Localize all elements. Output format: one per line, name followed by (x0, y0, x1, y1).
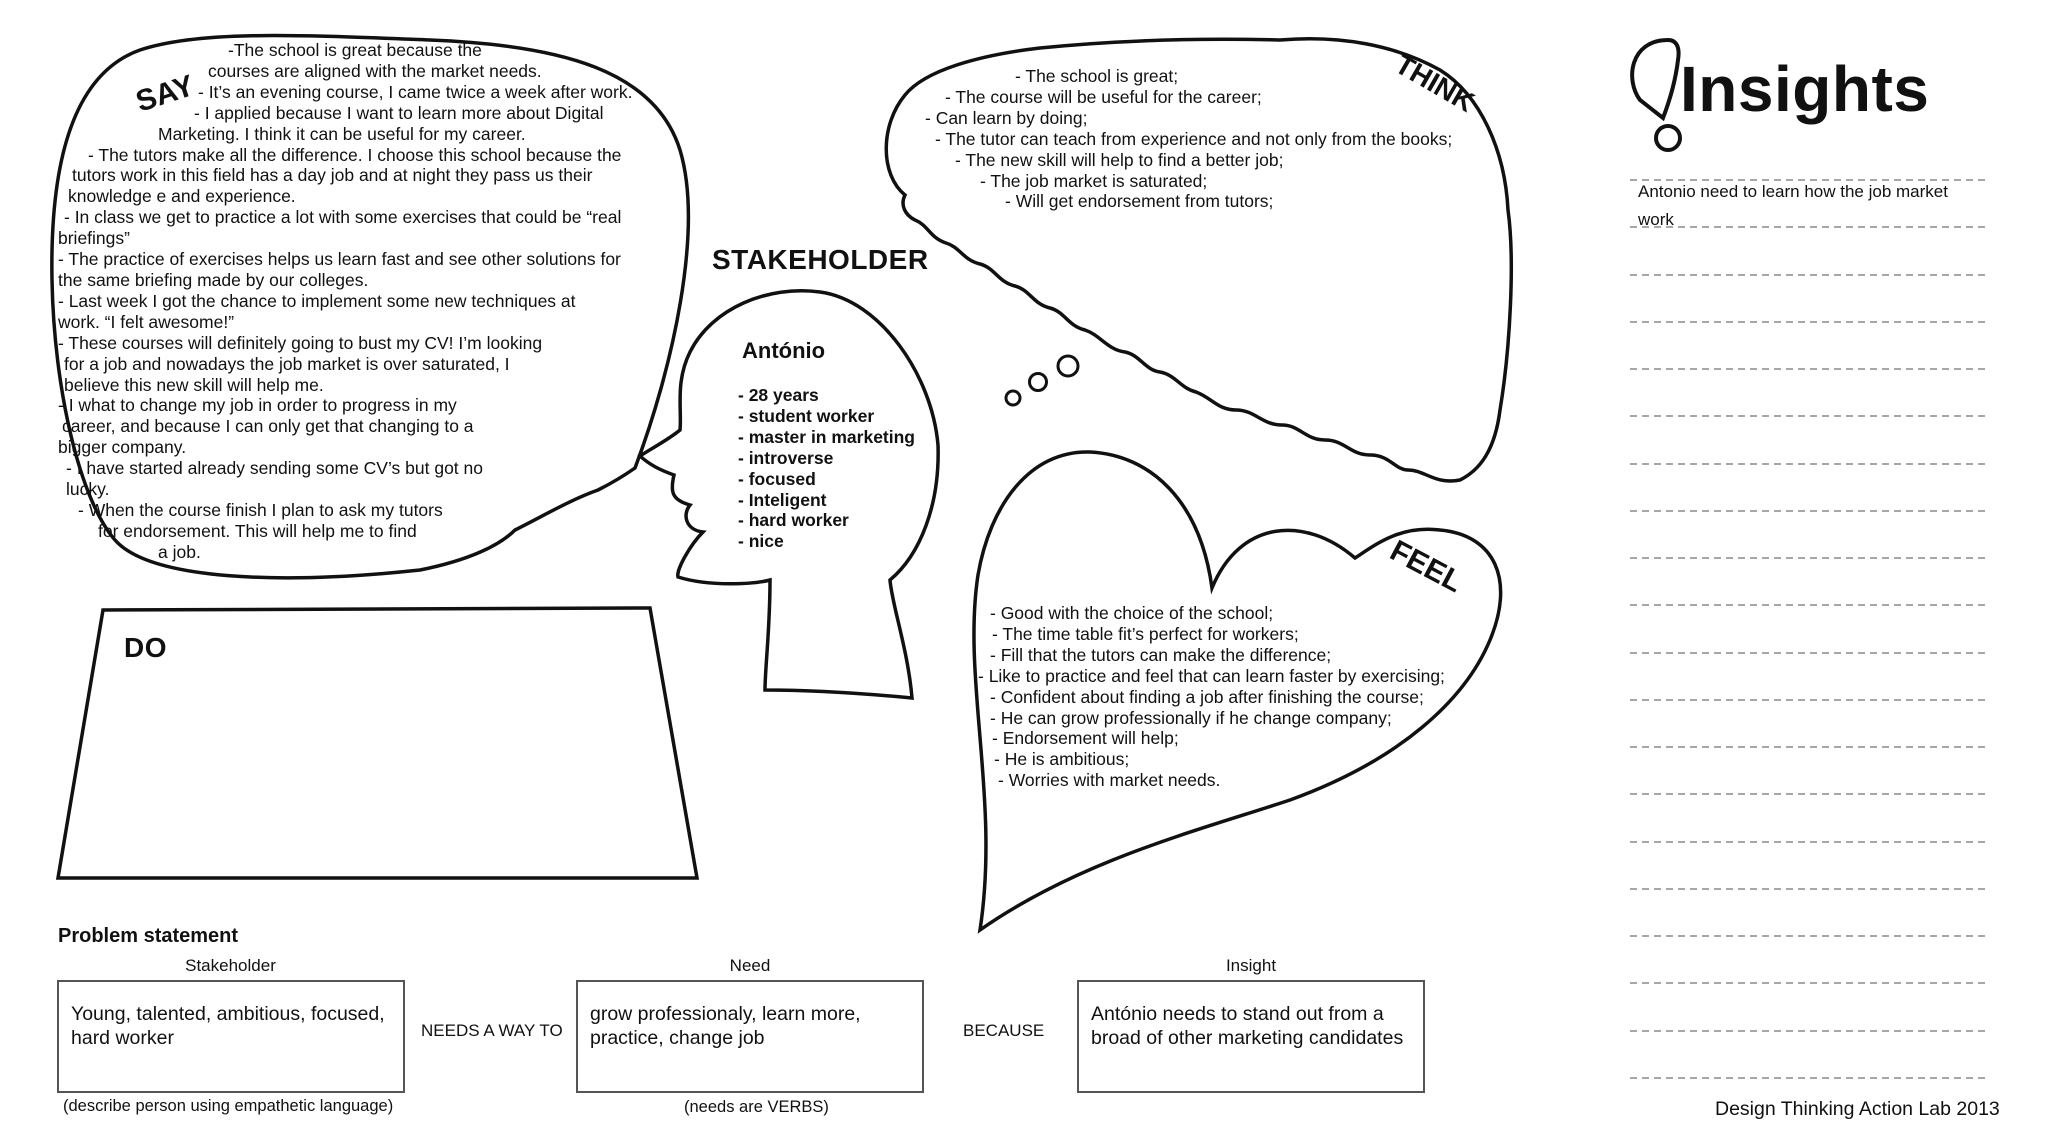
feel-label: FEEL (1385, 534, 1468, 599)
say-line: for endorsement. This will help me to fi… (58, 521, 648, 542)
insight-dashed-lines (1630, 180, 1990, 1078)
stakeholder-heading: STAKEHOLDER (712, 244, 929, 276)
say-line: - Last week I got the chance to implemen… (58, 291, 648, 312)
think-line: - The course will be useful for the care… (905, 87, 1465, 108)
needs-a-way-to-connector: NEEDS A WAY TO (421, 1021, 563, 1041)
stakeholder-trait: - student worker (738, 406, 915, 427)
feel-line: - Confident about finding a job after fi… (978, 687, 1468, 708)
say-line: knowledge e and experience. (58, 186, 648, 207)
because-connector: BECAUSE (963, 1021, 1044, 1041)
feel-line: - Worries with market needs. (978, 770, 1468, 791)
say-line: courses are aligned with the market need… (58, 61, 648, 82)
feel-line: - Like to practice and feel that can lea… (978, 666, 1468, 687)
think-dot-small (1006, 391, 1020, 405)
say-line: career, and because I can only get that … (58, 416, 648, 437)
insight-icon-dot (1656, 126, 1680, 150)
stakeholder-trait: - introverse (738, 448, 915, 469)
stakeholder-trait: - 28 years (738, 385, 915, 406)
stakeholder-trait: - focused (738, 469, 915, 490)
say-line: lucky. (58, 479, 648, 500)
say-line: - These courses will definitely going to… (58, 333, 648, 354)
footer-credit: Design Thinking Action Lab 2013 (1715, 1098, 2000, 1121)
say-line: tutors work in this field has a day job … (58, 165, 648, 186)
think-content: - The school is great;- The course will … (905, 66, 1465, 212)
insight-entry: Antonio need to learn how the job market… (1638, 178, 1983, 233)
say-line: a job. (58, 542, 648, 563)
feel-line: - Fill that the tutors can make the diff… (978, 645, 1468, 666)
say-line: believe this new skill will help me. (58, 375, 648, 396)
stakeholder-input-box[interactable]: Young, talented, ambitious, focused, har… (57, 980, 405, 1093)
say-line: briefings” (58, 228, 648, 249)
think-line: - Will get endorsement from tutors; (905, 191, 1465, 212)
insight-column-header: Insight (1077, 956, 1425, 976)
stakeholder-hint: (describe person using empathetic langua… (63, 1097, 393, 1116)
stakeholder-traits: - 28 years- student worker- master in ma… (738, 385, 915, 552)
stakeholder-trait: - hard worker (738, 510, 915, 531)
say-line: -The school is great because the (58, 40, 648, 61)
think-line: - The tutor can teach from experience an… (905, 129, 1465, 150)
feel-line: - Good with the choice of the school; (978, 603, 1468, 624)
say-line: Marketing. I think it can be useful for … (58, 124, 648, 145)
say-line: - I what to change my job in order to pr… (58, 395, 648, 416)
say-line: - The practice of exercises helps us lea… (58, 249, 648, 270)
need-hint: (needs are VERBS) (684, 1098, 829, 1117)
feel-line: - Endorsement will help; (978, 728, 1468, 749)
say-line: - I have started already sending some CV… (58, 458, 648, 479)
stakeholder-column-header: Stakeholder (57, 956, 404, 976)
say-line: for a job and nowadays the job market is… (58, 354, 648, 375)
problem-statement-title: Problem statement (58, 925, 238, 948)
insight-input-box[interactable]: António needs to stand out from a broad … (1077, 980, 1425, 1093)
say-line: the same briefing made by our colleges. (58, 270, 648, 291)
think-line: - The new skill will help to find a bett… (905, 150, 1465, 171)
feel-line: - The time table fit’s perfect for worke… (978, 624, 1468, 645)
stakeholder-trait: - Inteligent (738, 490, 915, 511)
say-line: - When the course finish I plan to ask m… (58, 500, 648, 521)
feel-line: - He can grow professionally if he chang… (978, 708, 1468, 729)
stakeholder-trait: - nice (738, 531, 915, 552)
need-input-box[interactable]: grow professionaly, learn more, practice… (576, 980, 924, 1093)
stakeholder-name: António (742, 338, 825, 364)
need-column-header: Need (576, 956, 924, 976)
say-line: - I applied because I want to learn more… (58, 103, 648, 124)
do-label: DO (124, 632, 167, 664)
stakeholder-trait: - master in marketing (738, 427, 915, 448)
think-dot-medium (1030, 374, 1047, 391)
feel-content: - Good with the choice of the school;- T… (978, 603, 1468, 791)
say-line: bigger company. (58, 437, 648, 458)
say-line: - The tutors make all the difference. I … (58, 145, 648, 166)
think-line: - Can learn by doing; (905, 108, 1465, 129)
insights-heading: Insights (1680, 52, 1929, 126)
think-dot-large (1058, 356, 1078, 376)
think-line: - The job market is saturated; (905, 171, 1465, 192)
feel-line: - He is ambitious; (978, 749, 1468, 770)
say-line: work. “I felt awesome!” (58, 312, 648, 333)
insight-icon-bulb (1632, 40, 1678, 118)
say-line: - It’s an evening course, I came twice a… (58, 82, 648, 103)
say-line: - In class we get to practice a lot with… (58, 207, 648, 228)
think-line: - The school is great; (905, 66, 1465, 87)
